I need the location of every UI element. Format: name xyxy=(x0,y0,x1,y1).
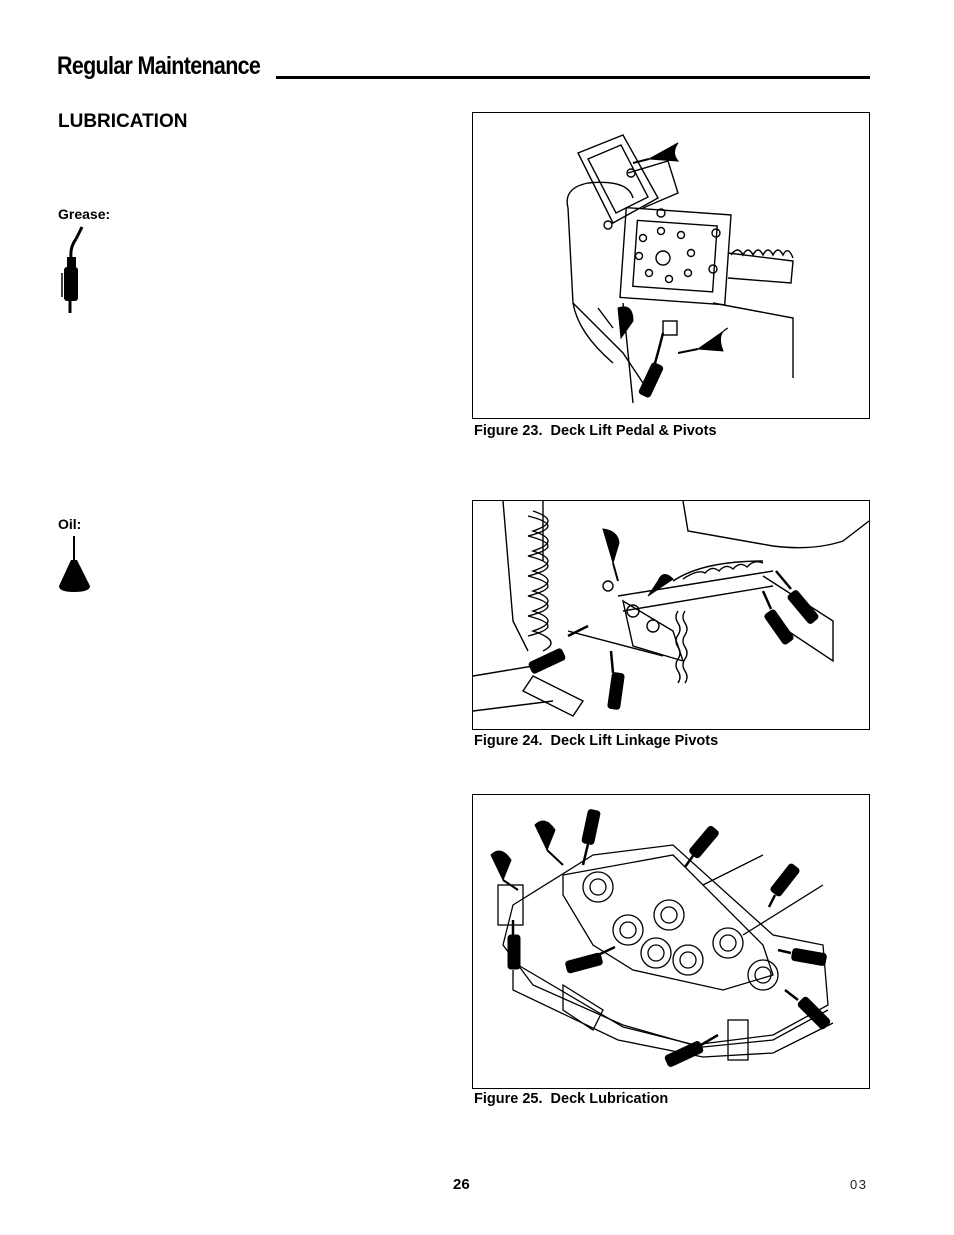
figure-23-deck-lift-pedal xyxy=(472,112,870,419)
section-title: LUBRICATION xyxy=(58,111,188,132)
oil-label: Oil: xyxy=(58,516,82,532)
grease-label: Grease: xyxy=(58,206,111,222)
oil-can-icon xyxy=(56,536,96,594)
figure-25-deck-lubrication xyxy=(472,794,870,1089)
figure-24-caption: Figure 24. Deck Lift Linkage Pivots xyxy=(474,733,719,749)
page-number: 26 xyxy=(453,1176,470,1193)
figure-25-caption: Figure 25. Deck Lubrication xyxy=(474,1091,669,1107)
grease-gun-icon xyxy=(56,225,88,315)
figure-24-deck-lift-linkage xyxy=(472,500,870,730)
header-rule xyxy=(276,76,870,79)
page-header-title: Regular Maintenance xyxy=(57,52,261,80)
page-code: 03 xyxy=(850,1177,868,1192)
figure-23-caption: Figure 23. Deck Lift Pedal & Pivots xyxy=(474,423,717,439)
